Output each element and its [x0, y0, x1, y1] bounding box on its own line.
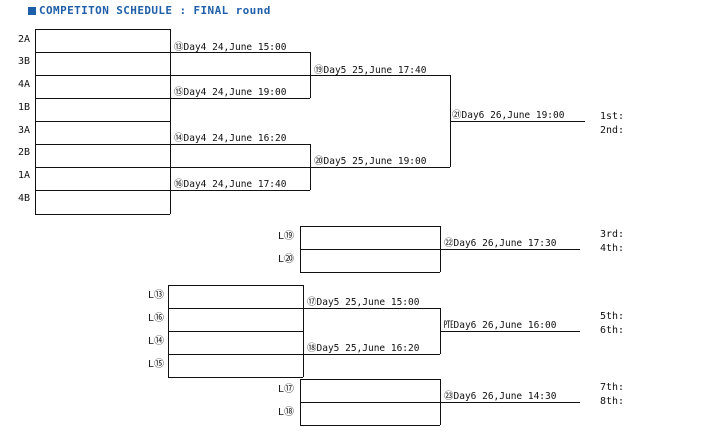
round2-rule-mid-b: [170, 167, 310, 168]
final-output-rule: [450, 121, 585, 122]
seed-label-1: 2A: [17, 34, 30, 45]
seed-label-6: 2B: [17, 147, 30, 158]
seed-label-7: 1A: [17, 170, 30, 181]
match-label-m19: ⑲Day5 25,June 17:40: [314, 65, 427, 76]
round2-rule-top-b: [170, 144, 310, 145]
entrant-label-7th-a: L⑰: [277, 384, 294, 395]
seed-label-3: 4A: [17, 79, 30, 90]
round1-rule-2: [35, 75, 170, 76]
seed-label-2: 3B: [17, 56, 30, 67]
place-label-6th: 6th:: [600, 325, 625, 336]
fifth-rule-4: [168, 377, 303, 378]
page-title-text: COMPETITON SCHEDULE : FINAL round: [39, 4, 271, 17]
entrant-label-3rd-a: L⑲: [277, 231, 294, 242]
round2-rule-bot-b: [170, 190, 310, 191]
third-rule-mid: [300, 249, 440, 250]
third-output-rule: [440, 249, 580, 250]
place-label-2nd: 2nd:: [600, 125, 625, 136]
match-label-m15: ⑮Day4 24,June 19:00: [174, 87, 287, 98]
entrant-label-5th-d: L⑮: [147, 359, 164, 370]
final-rule-bottom: [310, 167, 450, 168]
match-label-m23: ㉒Day6 26,June 17:30: [444, 238, 557, 249]
fifth-rule-2: [168, 331, 303, 332]
match-label-m16: ⑯Day4 24,June 17:40: [174, 179, 287, 190]
match-label-m17: ⑰Day5 25,June 15:00: [307, 297, 420, 308]
seventh-rule-mid: [300, 402, 440, 403]
match-label-m14: ⑭Day4 24,June 16:20: [174, 133, 287, 144]
round1-rule-8: [35, 214, 170, 215]
round1-rule-3: [35, 98, 170, 99]
place-label-8th: 8th:: [600, 396, 625, 407]
seed-label-5: 3A: [17, 125, 30, 136]
round1-left-spine: [35, 29, 36, 215]
fifth-output-rule: [440, 331, 580, 332]
title-bullet-icon: [28, 6, 36, 15]
round2-rule-top-a: [170, 52, 310, 53]
match-label-m13: ⑬Day4 24,June 15:00: [174, 42, 287, 53]
match-label-m21: ㉐Day6 26,June 16:00: [444, 320, 557, 331]
place-label-4th: 4th:: [600, 243, 625, 254]
match-label-m24: ㉓Day6 26,June 14:30: [444, 391, 557, 402]
match-label-m22: ㉑Day6 26,June 19:00: [452, 110, 565, 121]
place-label-5th: 5th:: [600, 311, 625, 322]
round1-rule-5: [35, 144, 170, 145]
fifth-rule-3: [168, 354, 303, 355]
seventh-output-rule: [440, 402, 580, 403]
third-rule-top: [300, 226, 440, 227]
entrant-label-7th-b: L⑱: [277, 407, 294, 418]
fifth-rule-1: [168, 308, 303, 309]
round1-rule-1: [35, 52, 170, 53]
entrant-label-5th-c: L⑭: [147, 336, 164, 347]
fifth-rule-0: [168, 285, 303, 286]
round2-rule-bot-a: [170, 98, 310, 99]
round1-rule-0: [35, 29, 170, 30]
seventh-rule-bot: [300, 425, 440, 426]
round2-rule-mid-a: [170, 75, 310, 76]
final-rule-top: [310, 75, 450, 76]
fifth-semi-out-bot: [303, 354, 440, 355]
place-label-1st: 1st:: [600, 111, 625, 122]
entrant-label-5th-a: L⑬: [147, 290, 164, 301]
seed-label-4: 1B: [17, 102, 30, 113]
fifth-semi-out-top: [303, 308, 440, 309]
match-label-m18: ⑱Day5 25,June 16:20: [307, 343, 420, 354]
place-label-3rd: 3rd:: [600, 229, 625, 240]
round1-rule-4: [35, 121, 170, 122]
round1-rule-6: [35, 167, 170, 168]
seventh-rule-top: [300, 379, 440, 380]
match-label-m20: ⑳Day5 25,June 19:00: [314, 156, 427, 167]
round1-rule-7: [35, 190, 170, 191]
entrant-label-3rd-b: L⑳: [277, 254, 294, 265]
entrant-label-5th-b: L⑯: [147, 313, 164, 324]
place-label-7th: 7th:: [600, 382, 625, 393]
page-title: COMPETITON SCHEDULE : FINAL round: [28, 4, 271, 17]
seed-label-8: 4B: [17, 193, 30, 204]
third-rule-bot: [300, 272, 440, 273]
